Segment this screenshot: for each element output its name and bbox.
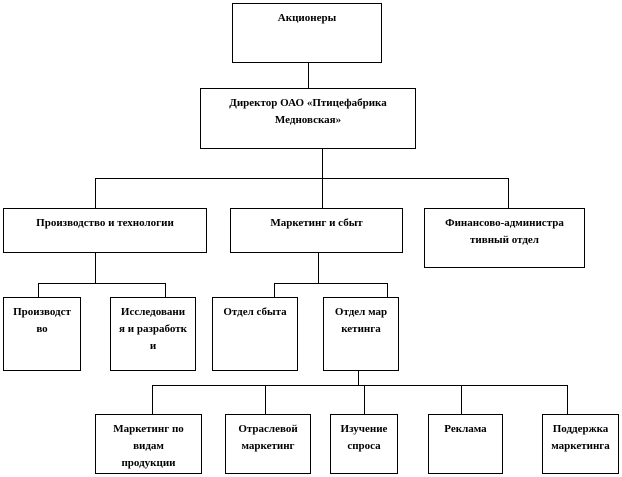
node-research: Исследования и разработки bbox=[110, 297, 196, 371]
node-marketing-sales: Маркетинг и сбыт bbox=[230, 208, 403, 253]
node-marketing-dept: Отдел маркетинга bbox=[323, 297, 399, 371]
node-finance-admin: Финансово-административный отдел bbox=[424, 208, 585, 268]
connector bbox=[461, 385, 462, 414]
node-product-marketing: Маркетинг по видам продукции bbox=[95, 414, 202, 474]
connector bbox=[95, 178, 96, 208]
connector bbox=[265, 385, 266, 414]
node-label: Финансово-административный отдел bbox=[445, 217, 564, 246]
connector bbox=[95, 252, 96, 283]
connector bbox=[508, 178, 509, 208]
node-label: Поддержка маркетинга bbox=[551, 423, 610, 452]
connector bbox=[308, 62, 309, 88]
node-label: Производство и технологии bbox=[36, 217, 174, 229]
node-label: Директор ОАО «Птицефабрика Медновская» bbox=[229, 97, 387, 126]
connector bbox=[387, 283, 388, 297]
connector bbox=[38, 283, 166, 284]
node-label: Производство bbox=[13, 306, 71, 335]
node-marketing-support: Поддержка маркетинга bbox=[542, 414, 619, 474]
connector bbox=[322, 148, 323, 178]
node-shareholders: Акционеры bbox=[232, 3, 382, 63]
node-production-tech: Производство и технологии bbox=[3, 208, 207, 253]
connector bbox=[152, 385, 153, 414]
node-label: Отраслевой маркетинг bbox=[238, 423, 298, 452]
node-label: Отдел маркетинга bbox=[334, 306, 388, 335]
node-label: Маркетинг и сбыт bbox=[270, 217, 363, 229]
connector bbox=[95, 178, 509, 179]
node-advertising: Реклама bbox=[428, 414, 503, 474]
node-industry-marketing: Отраслевой маркетинг bbox=[225, 414, 311, 474]
node-director: Директор ОАО «Птицефабрика Медновская» bbox=[200, 88, 416, 149]
connector bbox=[567, 385, 568, 414]
connector bbox=[358, 370, 359, 385]
node-label: Исследования и разработки bbox=[119, 306, 187, 352]
node-label: Маркетинг по видам продукции bbox=[113, 423, 184, 469]
connector bbox=[165, 283, 166, 297]
connector bbox=[274, 283, 275, 297]
connector bbox=[364, 385, 365, 414]
node-demand-research: Изучение спроса bbox=[330, 414, 398, 474]
node-label: Отдел сбыта bbox=[223, 306, 287, 318]
node-label: Изучение спроса bbox=[340, 423, 388, 452]
connector bbox=[318, 252, 319, 283]
connector bbox=[152, 385, 568, 386]
connector bbox=[274, 283, 388, 284]
connector bbox=[38, 283, 39, 297]
node-sales-dept: Отдел сбыта bbox=[212, 297, 298, 371]
connector bbox=[322, 178, 323, 208]
node-production: Производство bbox=[3, 297, 81, 371]
node-label: Акционеры bbox=[277, 12, 337, 24]
node-label: Реклама bbox=[444, 423, 487, 435]
